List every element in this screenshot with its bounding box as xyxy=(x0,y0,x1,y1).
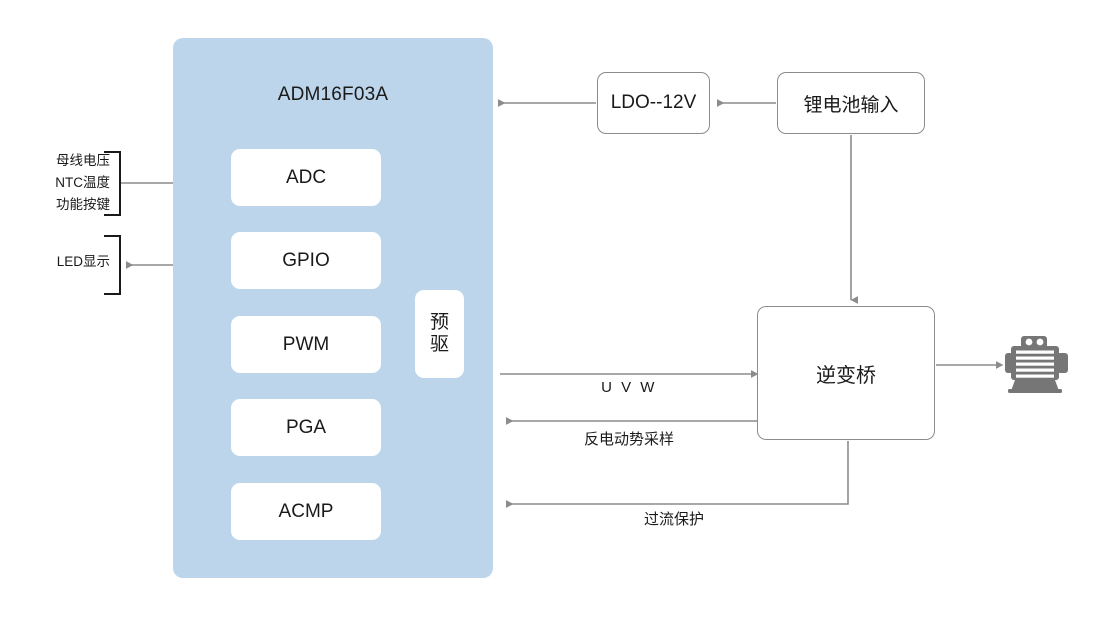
input-signal-bus-voltage: 母线电压 xyxy=(56,153,110,168)
predriver-block[interactable]: 预 驱 xyxy=(415,290,464,378)
wire-label-back-emf: 反电动势采样 xyxy=(583,431,674,448)
mcu-title: ADM16F03A xyxy=(277,84,389,105)
peripheral-block-acmp[interactable]: ACMP xyxy=(231,483,381,540)
ldo-block[interactable]: LDO--12V xyxy=(597,72,710,134)
battery-input-block[interactable]: 锂电池输入 xyxy=(777,72,925,134)
output-signal-group: LED显示 xyxy=(14,251,110,273)
predriver-label-line2: 驱 xyxy=(429,334,449,355)
wire-label-uvw: U V W xyxy=(601,379,657,396)
peripheral-block-adc[interactable]: ADC xyxy=(231,149,381,206)
inverter-bridge-block[interactable]: 逆变桥 xyxy=(757,306,935,440)
peripheral-block-gpio[interactable]: GPIO xyxy=(231,232,381,289)
output-signal-led-display: LED显示 xyxy=(56,254,110,269)
input-signal-ntc-temperature: NTC温度 xyxy=(55,174,110,190)
input-signal-function-key: 功能按键 xyxy=(56,196,110,212)
peripheral-block-pga[interactable]: PGA xyxy=(231,399,381,456)
predriver-label-line1: 预 xyxy=(429,311,449,333)
peripheral-block-pwm[interactable]: PWM xyxy=(231,316,381,373)
input-signal-group: 母线电压 NTC温度 功能按键 xyxy=(14,150,110,216)
wire-overcurrent xyxy=(506,441,849,508)
motor-icon xyxy=(1005,336,1068,393)
wire-label-overcurrent: 过流保护 xyxy=(643,511,704,528)
